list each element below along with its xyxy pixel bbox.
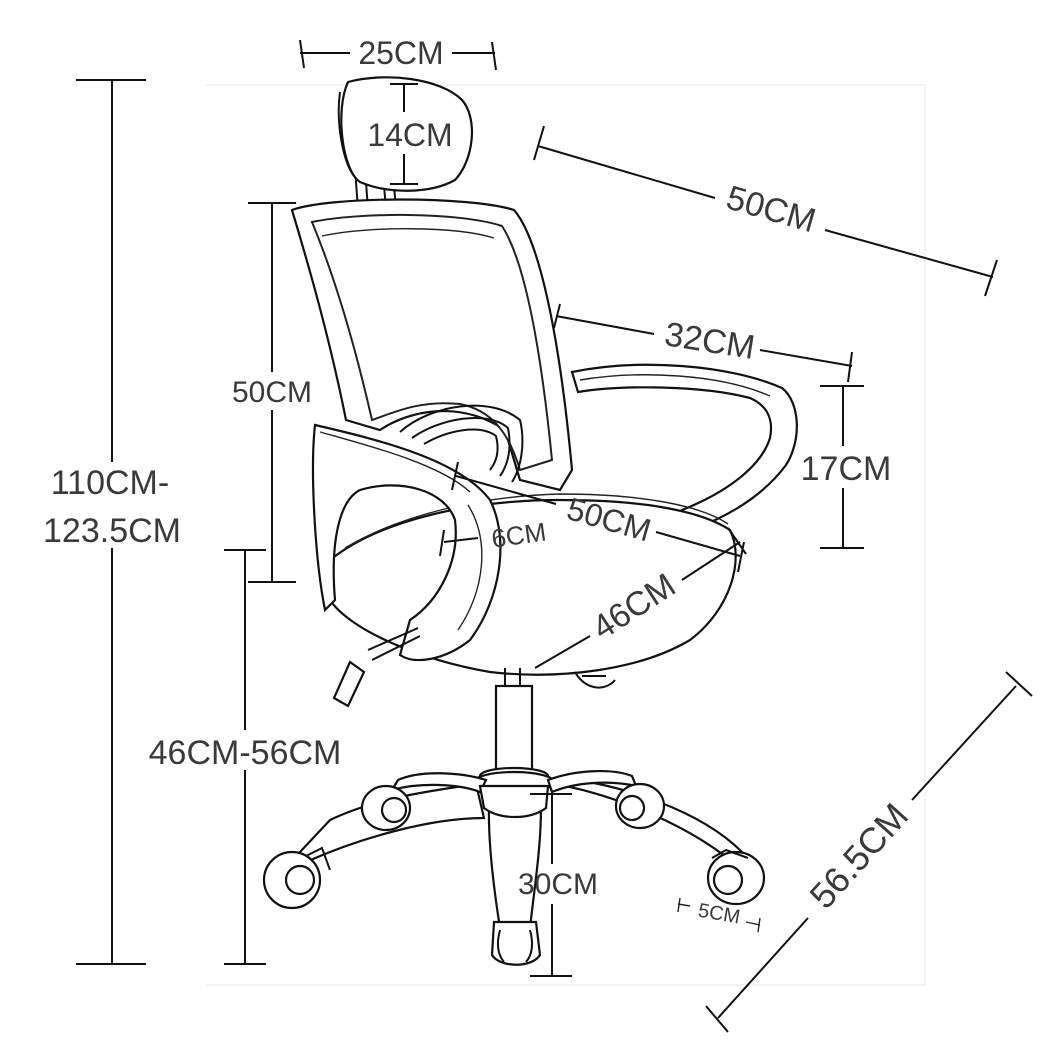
headrest-height-label: 14CM [367, 117, 452, 153]
headrest-width-label: 25CM [358, 35, 443, 71]
base-diameter-label: 56.5CM [801, 795, 916, 916]
caster-front-right [706, 848, 766, 906]
backrest-height-label: 50CM [232, 376, 312, 409]
gas-lift [472, 668, 556, 794]
overall-width-label: 50CM [722, 179, 820, 241]
overall-height-label-line1: 110CM- [51, 464, 169, 502]
chair-illustration [262, 76, 798, 966]
headrest [337, 76, 474, 192]
seat-to-backrest-depth-label: 32CM [662, 315, 758, 367]
armrest-height-label: 17CM [801, 450, 892, 488]
caster-rear-left [360, 784, 412, 832]
tilt-lever [332, 627, 421, 708]
caster-front-center [490, 920, 542, 966]
caster-rear-right [614, 782, 666, 830]
overall-height-label-line2: 123.5CM [43, 512, 181, 550]
caster-front-left [262, 846, 331, 910]
gas-lift-height-label: 30CM [518, 868, 598, 901]
background-frame [205, 84, 926, 986]
dimension-lines [76, 39, 1033, 1033]
backrest [290, 198, 574, 492]
seat-height-label: 46CM-56CM [149, 734, 342, 772]
